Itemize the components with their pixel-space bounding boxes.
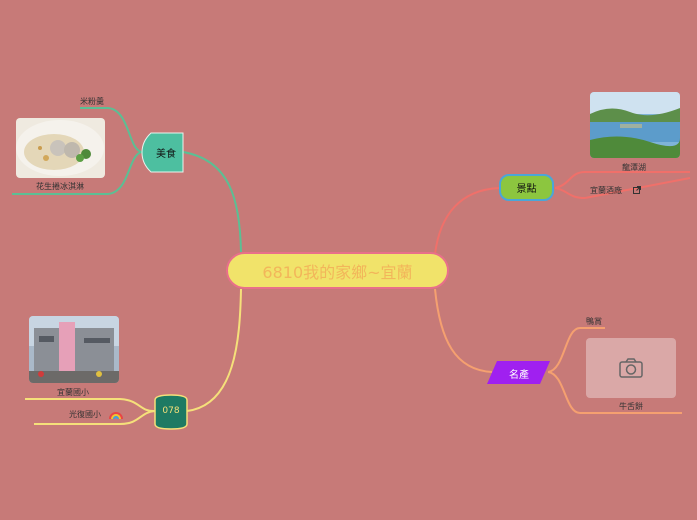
ox-tongue-cake-photo-placeholder [586, 338, 676, 398]
food-item-peanut-ice-cream-roll[interactable]: 花生捲冰淇淋 [36, 182, 84, 191]
yilan-elementary-photo [29, 316, 119, 383]
school-item-yilan-elementary[interactable]: 宜蘭國小 [57, 388, 89, 397]
food-node-label: 美食 [156, 149, 176, 160]
spot-item-yilan-distillery[interactable]: 宜蘭酒廠 [590, 186, 622, 195]
products-node-label: 名產 [509, 370, 529, 381]
food-node[interactable] [141, 131, 184, 174]
product-item-duck-rolls[interactable]: 鴨賞 [586, 317, 602, 326]
product-item-ox-tongue-cake[interactable]: 牛舌餅 [619, 402, 643, 411]
external-link-icon[interactable] [633, 186, 641, 194]
spots-node-label: 景點 [516, 184, 537, 195]
rainbow-icon [109, 412, 123, 420]
central-topic-label: 6810我的家鄉~宜蘭 [262, 262, 413, 282]
food-item-rice-noodle-soup[interactable]: 米粉羹 [80, 97, 104, 106]
school-node[interactable] [154, 394, 188, 430]
products-node[interactable] [487, 361, 551, 384]
ice-cream-roll-photo [16, 118, 105, 178]
central-topic[interactable]: 6810我的家鄉~宜蘭 [226, 252, 449, 289]
spot-item-longtan-lake[interactable]: 龍潭湖 [622, 163, 646, 172]
camera-icon [619, 358, 643, 378]
spots-node[interactable]: 景點 [499, 174, 554, 201]
school-item-guangfu-elementary[interactable]: 光復國小 [69, 410, 101, 419]
school-node-label: 078 [162, 406, 180, 416]
longtan-lake-photo [590, 92, 680, 158]
